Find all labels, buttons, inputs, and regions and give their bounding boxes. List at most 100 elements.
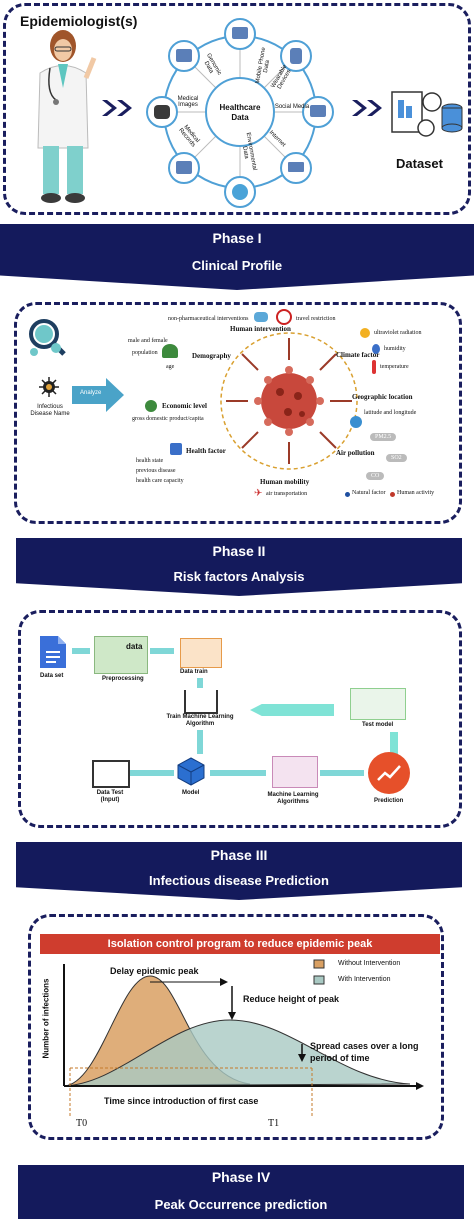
dataset-label: Dataset [396,156,443,171]
arrow-dataset-prep [72,648,90,654]
arrow-pred-test [390,732,398,754]
coin-icon [145,400,157,412]
demo-item-population: population [132,350,158,356]
node-data-train: Data train [180,669,208,675]
health-cross-icon [170,443,182,455]
mask-icon [254,312,268,322]
arrow-test-model [130,770,174,776]
factor-health: Health factor [186,447,226,455]
node-data-test: Data Test (Input) [96,790,124,803]
factor-economic: Economic level [162,402,207,410]
factor-climate: Climate factor [336,351,380,359]
factor-mobility: Human mobility [260,478,310,486]
hi-item-npi: non-pharmaceutical interventions [168,316,249,322]
air-item-co: CO [366,472,385,480]
source-social: Social Media [274,104,310,110]
hub-label: Healthcare Data [219,103,261,122]
people-icon [162,344,178,358]
plane-icon: ✈ [254,488,263,499]
infectious-disease-name: Infectious Disease Name [30,404,70,417]
chart-xlabel: Time since introduction of first case [104,1096,259,1106]
chart-ylabel: Number of infections [41,978,51,1059]
doc-icon [40,636,66,668]
climate-item-temperature: temperature [380,364,409,370]
hi-item-travel: travel restriction [296,316,336,322]
train-tree-icon [184,690,218,714]
phase4-banner: Phase IV Peak Occurrence prediction [18,1165,464,1219]
arrow-test-train [250,704,334,716]
node-test-model: Test model [362,722,394,728]
phase4-banner-title: Peak Occurrence prediction [154,1197,328,1212]
test-model-icon [350,688,406,720]
phase1-banner-title: Clinical Profile [191,258,283,273]
phase2-panel [14,302,462,524]
phase2-banner-title: Risk factors Analysis [173,569,305,584]
node-model: Model [182,790,200,796]
ml-algos-icon [272,756,318,788]
legend-with: With Intervention [338,976,391,983]
ann-delay-peak: Delay epidemic peak [110,966,199,976]
data-test-icon [92,760,130,788]
factor-air: Air pollution [336,449,375,457]
ann-spread-cases: Spread cases over a long period of time [310,1041,419,1063]
legend-natural: Natural factor [352,490,386,496]
factor-geographic: Geographic location [352,393,413,401]
risk-factor-ring [220,332,358,470]
node-train-algo: Train Machine Learning Algorithm [166,714,234,727]
ann-reduce-peak: Reduce height of peak [243,994,340,1004]
tick-t1: T1 [268,1118,280,1129]
preprocessing-icon [94,636,148,674]
chevrons-to-hub [102,100,132,116]
phase3-banner-phase: Phase III [210,847,268,863]
legend-human: Human activity [397,490,435,496]
phase4-header-text: Isolation control program to reduce epid… [107,938,373,950]
node-ml-algos: Machine Learning Algorithms [267,792,319,805]
arrow-model-ml [210,770,266,776]
climate-item-uv: ultraviolet radiation [374,330,422,336]
demo-item-age: age [166,364,175,370]
air-item-so2: SO2 [386,454,407,462]
dataset-icon [391,91,463,137]
node-dataset: Data set [40,673,64,679]
legend-without: Without Intervention [338,960,401,967]
mobility-item-air: air transportation [266,491,308,497]
natural-factor-dot [345,492,350,497]
arrow-train-model [197,730,203,754]
phase1-banner: Phase I Clinical Profile [0,224,474,290]
phase4-header: Isolation control program to reduce epid… [40,934,440,954]
geo-item-latlon: latitude and longitude [364,410,417,416]
analyze-label: Analyze [80,390,102,396]
phase2-banner-phase: Phase II [212,543,266,559]
phase4-banner-phase: Phase IV [211,1169,271,1185]
node-prediction: Prediction [374,798,404,804]
sun-icon [360,328,370,338]
no-travel-icon [276,309,292,325]
econ-item-gdp: gross domestic product/capita [132,416,204,422]
phase3-banner-title: Infectious disease Prediction [149,873,329,888]
virus-input-icon [29,319,66,356]
health-item-previous: previous disease [136,468,176,474]
virus-small-icon [39,377,59,397]
panel-title-epidemiologist: Epidemiologist(s) [20,13,138,29]
arrow-ml-pred [320,770,364,776]
data-chip: data [126,642,143,651]
data-train-icon [180,638,222,668]
source-medical-images: Medical Images [177,96,199,108]
phase2-banner: Phase II Risk factors Analysis [16,538,462,596]
node-preprocessing: Preprocessing [102,676,144,682]
arrow-prep-train [150,648,174,654]
model-cube-icon [177,757,205,786]
analyze-arrow [72,378,124,412]
phase1-banner-phase: Phase I [212,230,262,246]
thermometer-icon [372,360,376,374]
globe-icon [350,416,362,428]
humidity-icon [372,344,380,354]
tick-t0: T0 [76,1118,88,1129]
factor-demography: Demography [192,352,231,360]
doctor-illustration [37,30,97,203]
air-item-pm25: PM2.5 [370,433,397,441]
factor-human-intervention: Human intervention [230,325,291,333]
health-item-capacity: health care capacity [136,478,184,484]
epidemic-curve-chart [63,959,424,1116]
demo-item-sex: male and female [128,338,168,344]
